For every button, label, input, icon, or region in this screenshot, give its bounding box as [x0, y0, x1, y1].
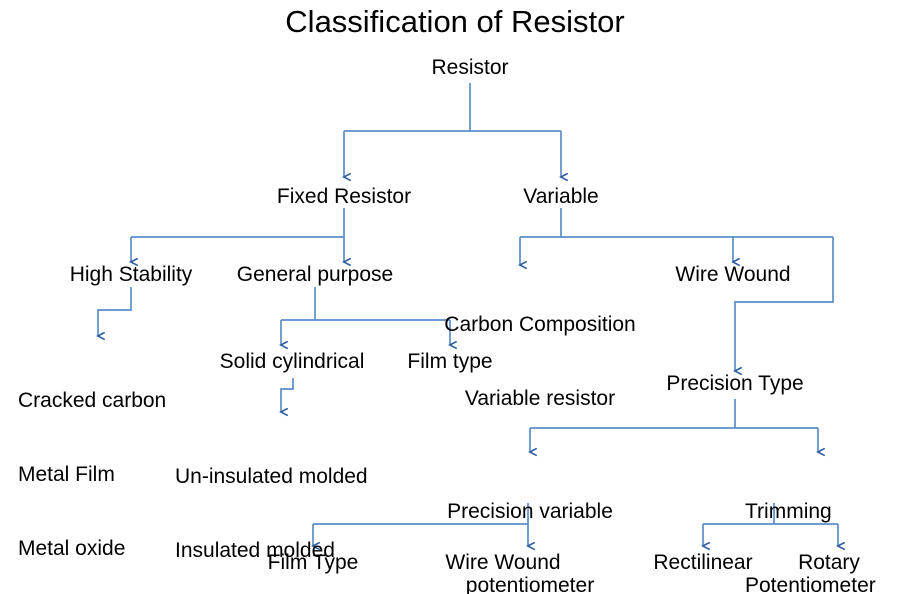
- node-high-stability-list[interactable]: Cracked carbon Metal Film Metal oxide Wi…: [18, 339, 166, 594]
- list-item-insulated-molded: Insulated molded: [175, 538, 335, 562]
- node-variable[interactable]: Variable: [523, 185, 599, 208]
- node-resistor[interactable]: Resistor: [431, 56, 509, 79]
- node-fixed-resistor[interactable]: Fixed Resistor: [276, 185, 412, 208]
- node-precision-variable-line1: Precision variable: [447, 499, 613, 523]
- node-film-type-bottom[interactable]: Film Type: [267, 551, 359, 574]
- node-wire-wound-top[interactable]: Wire Wound: [675, 263, 791, 286]
- node-carbon-composition[interactable]: Carbon Composition Variable resistor: [444, 263, 635, 461]
- edge-solid-cylindrical-list: [281, 378, 294, 412]
- node-high-stability[interactable]: High Stability: [69, 263, 193, 286]
- page-title: Classification of Resistor: [285, 4, 625, 39]
- node-wire-wound-bottom[interactable]: Wire Wound: [445, 551, 561, 574]
- node-precision-type[interactable]: Precision Type: [666, 372, 804, 395]
- node-general-purpose[interactable]: General purpose: [236, 263, 394, 286]
- node-carbon-composition-line2: Variable resistor: [464, 386, 616, 410]
- list-item-metal-film: Metal Film: [18, 462, 115, 486]
- node-molded-list[interactable]: Un-insulated molded Insulated molded: [175, 415, 368, 594]
- list-item-cracked-carbon: Cracked carbon: [18, 388, 167, 412]
- node-precision-variable-potentiometer[interactable]: Precision variable potentiometer: [447, 450, 613, 594]
- edge-to-precision-type: [735, 237, 834, 371]
- list-item-metal-oxide: Metal oxide: [18, 537, 126, 561]
- node-carbon-composition-line1: Carbon Composition: [444, 312, 636, 336]
- node-solid-cylindrical[interactable]: Solid cylindrical: [219, 350, 365, 373]
- node-trimming-potentiometer[interactable]: Trimming Potentiometer: [745, 450, 876, 594]
- node-trimming-line1: Trimming: [745, 499, 832, 523]
- list-item-un-insulated-molded: Un-insulated molded: [175, 464, 368, 488]
- edge-high-stability-list: [98, 287, 132, 336]
- node-rectilinear[interactable]: Rectilinear: [653, 551, 753, 574]
- node-rotary[interactable]: Rotary: [798, 551, 860, 574]
- node-trimming-line2: Potentiometer: [745, 573, 876, 594]
- node-film-type-left[interactable]: Film type: [407, 350, 493, 373]
- node-precision-variable-line2: potentiometer: [465, 573, 595, 594]
